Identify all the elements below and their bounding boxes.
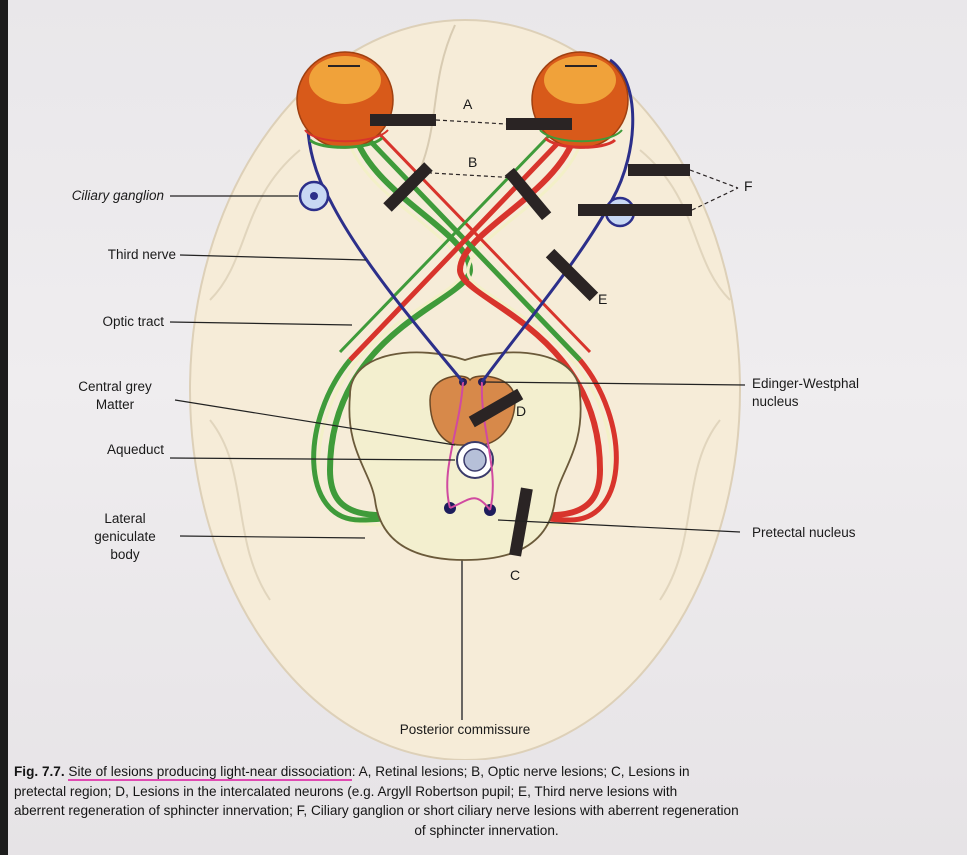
caption-line-4: of sphincter innervation. bbox=[14, 821, 959, 841]
label-optic-tract: Optic tract bbox=[40, 313, 164, 331]
caption-line-1: Fig. 7.7. Site of lesions producing ligh… bbox=[14, 762, 959, 782]
figure-caption: Fig. 7.7. Site of lesions producing ligh… bbox=[14, 762, 959, 840]
lesion-bar-f-lower bbox=[578, 204, 692, 216]
caption-line-2: pretectal region; D, Lesions in the inte… bbox=[14, 782, 959, 802]
lesion-letter-b: B bbox=[468, 154, 477, 170]
label-edinger-westphal-line2: nucleus bbox=[752, 393, 799, 411]
aqueduct-lumen bbox=[464, 449, 486, 471]
label-pretectal-nucleus: Pretectal nucleus bbox=[752, 524, 856, 542]
label-edinger-westphal-line1: Edinger-Westphal bbox=[752, 375, 859, 393]
label-aqueduct: Aqueduct bbox=[40, 441, 164, 459]
label-ciliary-ganglion: Ciliary ganglion bbox=[40, 187, 164, 205]
lesion-letter-d: D bbox=[516, 403, 526, 419]
dash-f-upper bbox=[690, 170, 738, 188]
lesion-letter-c: C bbox=[510, 567, 520, 583]
right-eye-highlight bbox=[544, 56, 616, 104]
caption-fig-label: Fig. 7.7. bbox=[14, 764, 65, 779]
lesion-bar-f-upper bbox=[628, 164, 690, 176]
lesion-bar-a-right bbox=[506, 118, 572, 130]
label-posterior-commissure: Posterior commissure bbox=[345, 721, 585, 739]
label-lateral-geniculate-line3: body bbox=[70, 546, 180, 564]
lesion-bar-a-left bbox=[370, 114, 436, 126]
label-lateral-geniculate-line2: geniculate bbox=[70, 528, 180, 546]
caption-line1-rest: : A, Retinal lesions; B, Optic nerve les… bbox=[352, 764, 690, 779]
label-central-grey-line2: Matter bbox=[60, 396, 170, 414]
left-eye-highlight bbox=[309, 56, 381, 104]
lesion-letter-a: A bbox=[463, 96, 472, 112]
caption-line-3: aberrent regeneration of sphincter inner… bbox=[14, 801, 959, 821]
label-third-nerve: Third nerve bbox=[40, 246, 176, 264]
lesion-letter-e: E bbox=[598, 291, 607, 307]
ciliary-ganglion-left-core bbox=[310, 192, 318, 200]
lesion-letter-f: F bbox=[744, 178, 753, 194]
label-lateral-geniculate-line1: Lateral bbox=[70, 510, 180, 528]
caption-title: Site of lesions producing light-near dis… bbox=[68, 764, 351, 781]
label-central-grey-line1: Central grey bbox=[60, 378, 170, 396]
